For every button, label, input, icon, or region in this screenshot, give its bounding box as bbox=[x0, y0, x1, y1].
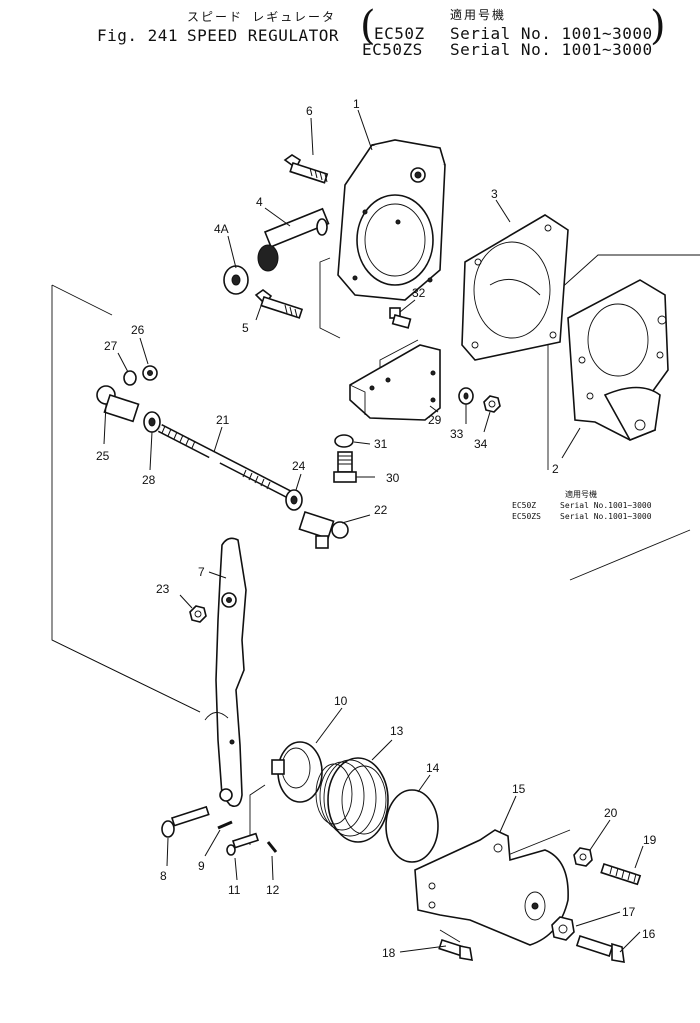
callout-19: 19 bbox=[643, 833, 657, 847]
washer-part-33 bbox=[458, 387, 474, 405]
callout-18: 18 bbox=[382, 946, 396, 960]
callout-9: 9 bbox=[198, 859, 205, 873]
note-serial-1: Serial No.1001~3000 bbox=[560, 501, 652, 510]
lever-part-7 bbox=[204, 537, 247, 808]
guide-line bbox=[569, 529, 691, 581]
plate-part-14 bbox=[385, 789, 439, 863]
callout-1: 1 bbox=[353, 97, 360, 111]
applicability-note: 適用号機 EC50Z Serial No.1001~3000 EC50ZS Se… bbox=[512, 489, 652, 521]
callout-4: 4 bbox=[256, 195, 263, 209]
callout-8: 8 bbox=[160, 869, 167, 883]
bolt-part-16 bbox=[575, 934, 625, 963]
callout-34: 34 bbox=[474, 437, 488, 451]
callout-labels: 1 2 3 4 4A 5 6 7 8 9 10 11 12 13 14 15 1… bbox=[96, 97, 657, 960]
adapter-part-2 bbox=[567, 279, 669, 442]
callout-3: 3 bbox=[491, 187, 498, 201]
callout-27: 27 bbox=[104, 339, 118, 353]
callout-2: 2 bbox=[552, 462, 559, 476]
spring-part-13 bbox=[315, 757, 389, 843]
nut-part-28 bbox=[143, 411, 161, 433]
nut-part-34 bbox=[483, 395, 501, 413]
guide-line bbox=[51, 284, 113, 316]
callout-17: 17 bbox=[622, 905, 636, 919]
callout-14: 14 bbox=[426, 761, 440, 775]
callout-33: 33 bbox=[450, 427, 464, 441]
shaft-part-4 bbox=[257, 207, 330, 272]
applicability-japanese: 適用号機 bbox=[450, 8, 507, 22]
note-model-2: EC50ZS bbox=[512, 512, 541, 521]
bolt-part-5 bbox=[254, 289, 304, 319]
callout-13: 13 bbox=[390, 724, 404, 738]
ball-joint-part-25 bbox=[96, 385, 140, 423]
callout-4a: 4A bbox=[214, 222, 229, 236]
gasket-part-3 bbox=[461, 214, 569, 361]
bolt-part-6 bbox=[283, 154, 329, 184]
note-serial-2: Serial No.1001~3000 bbox=[560, 512, 652, 521]
callout-12: 12 bbox=[266, 883, 280, 897]
nut-part-24 bbox=[285, 489, 303, 511]
rod-part-21 bbox=[157, 423, 303, 505]
callout-29: 29 bbox=[428, 413, 442, 427]
cotter-pin-part-12 bbox=[266, 841, 278, 853]
callout-28: 28 bbox=[142, 473, 156, 487]
note-model-1: EC50Z bbox=[512, 501, 536, 510]
guide-line bbox=[439, 929, 461, 943]
nut-part-17 bbox=[551, 916, 575, 941]
ball-joint-part-22 bbox=[298, 510, 349, 549]
guide-line bbox=[51, 639, 201, 713]
nut-part-23 bbox=[189, 605, 207, 623]
bracket-part-29 bbox=[349, 344, 441, 421]
nut-part-20 bbox=[573, 847, 593, 867]
nut-part-26 bbox=[142, 365, 158, 381]
title-english: SPEED REGULATOR bbox=[187, 26, 339, 45]
bolt-part-18 bbox=[438, 938, 473, 961]
callout-16: 16 bbox=[642, 927, 656, 941]
leader-lines bbox=[103, 109, 644, 953]
housing-part-15 bbox=[414, 829, 569, 946]
left-paren: ( bbox=[360, 3, 376, 49]
pin-part-11 bbox=[226, 832, 259, 856]
figure-label: Fig. 241 bbox=[97, 26, 179, 45]
callout-7: 7 bbox=[198, 565, 205, 579]
model-ec50z: EC50Z bbox=[374, 24, 425, 43]
callout-15: 15 bbox=[512, 782, 526, 796]
title-japanese: スピード レギュレータ bbox=[187, 10, 336, 24]
callout-24: 24 bbox=[292, 459, 306, 473]
callout-31: 31 bbox=[374, 437, 388, 451]
housing-guide bbox=[319, 257, 341, 339]
cotter-pin-part-9 bbox=[217, 820, 233, 830]
housing-part-1 bbox=[337, 139, 446, 301]
left-guide-frame bbox=[51, 285, 201, 713]
callout-10: 10 bbox=[334, 694, 348, 708]
model-ec50zs: EC50ZS bbox=[362, 40, 423, 59]
right-paren: ) bbox=[650, 3, 666, 49]
bolt-part-19 bbox=[600, 862, 642, 886]
spring-seat-part-10 bbox=[271, 741, 323, 803]
callout-5: 5 bbox=[242, 321, 249, 335]
pin-part-8 bbox=[161, 805, 210, 838]
callout-25: 25 bbox=[96, 449, 110, 463]
callout-11: 11 bbox=[228, 883, 241, 897]
callout-6: 6 bbox=[306, 104, 313, 118]
serial-ec50z: Serial No. 1001~3000 bbox=[450, 24, 653, 43]
bracket15-guide bbox=[507, 829, 571, 856]
bolt-part-32 bbox=[389, 307, 412, 329]
callout-32: 32 bbox=[412, 286, 426, 300]
serial-ec50zs: Serial No. 1001~3000 bbox=[450, 40, 653, 59]
lower-guide bbox=[249, 784, 266, 845]
callout-21: 21 bbox=[216, 413, 230, 427]
callout-26: 26 bbox=[131, 323, 145, 337]
washer-part-4a bbox=[223, 265, 249, 295]
callout-22: 22 bbox=[374, 503, 388, 517]
washer-part-31 bbox=[334, 434, 354, 448]
callout-30: 30 bbox=[386, 471, 400, 485]
callout-23: 23 bbox=[156, 582, 170, 596]
note-heading: 適用号機 bbox=[565, 489, 597, 499]
washer-part-27 bbox=[123, 370, 137, 386]
bolt-part-30 bbox=[333, 451, 357, 483]
callout-20: 20 bbox=[604, 806, 618, 820]
